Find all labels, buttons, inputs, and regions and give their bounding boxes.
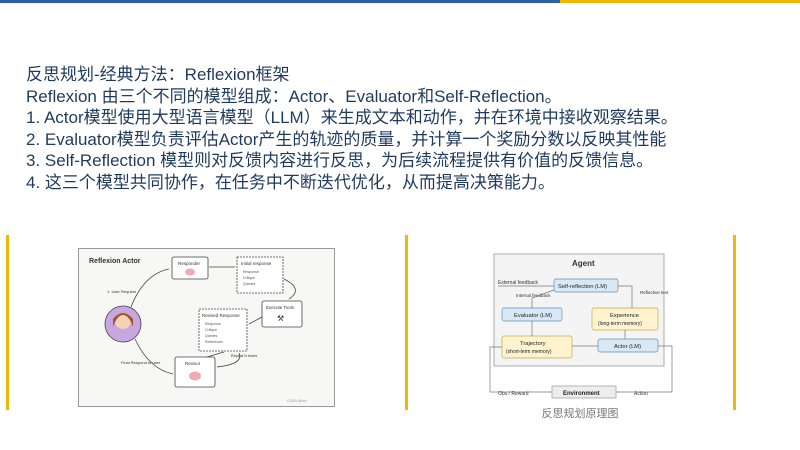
- point-1: 1. Actor模型使用大型语言模型（LLM）来生成文本和动作，并在环境中接收观…: [26, 108, 678, 127]
- diagram-caption: 反思规划原理图: [541, 408, 619, 420]
- svg-text:Revised Response: Revised Response: [202, 313, 240, 318]
- svg-text:(short-term memory): (short-term memory): [506, 349, 552, 355]
- brain-icon-2: [189, 371, 201, 381]
- svg-text:CSDN @xxx: CSDN @xxx: [287, 399, 307, 403]
- svg-text:Actor (LM): Actor (LM): [614, 344, 641, 350]
- divider-right: [733, 235, 736, 410]
- diagram-title: Reflexion Actor: [89, 258, 141, 265]
- actor-box: [597, 338, 659, 353]
- svg-text:Repeat N times: Repeat N times: [231, 354, 257, 358]
- svg-text:Evaluator (LM): Evaluator (LM): [514, 313, 552, 319]
- svg-text:Critique: Critique: [243, 276, 255, 280]
- divider-left: [6, 235, 9, 410]
- svg-text:External feedback: External feedback: [498, 280, 539, 286]
- svg-text:Queries: Queries: [243, 282, 256, 286]
- tools-icon: ⚒: [277, 314, 284, 323]
- svg-text:Obs / Reward: Obs / Reward: [498, 391, 529, 397]
- reflexion-actor-diagram: Reflexion Actor Responder Initial respon…: [78, 248, 335, 407]
- slide-intro: Reflexion 由三个不同的模型组成：Actor、Evaluator和Sel…: [26, 86, 562, 106]
- svg-text:Final Respond to user: Final Respond to user: [121, 360, 161, 365]
- svg-text:Experience: Experience: [610, 313, 639, 319]
- svg-text:Execute Tools: Execute Tools: [266, 305, 295, 310]
- agent-diagram: Agent External feedback Self-reflection …: [482, 250, 682, 400]
- svg-text:References: References: [205, 340, 223, 344]
- svg-text:Revisor: Revisor: [185, 361, 201, 366]
- point-2: 2. Evaluator模型负责评估Actor产生的轨迹的质量，并计算一个奖励分…: [26, 129, 667, 149]
- svg-text:(long-term memory): (long-term memory): [598, 321, 642, 327]
- svg-text:Response: Response: [205, 322, 221, 326]
- svg-text:Trajectory: Trajectory: [520, 341, 546, 347]
- top-accent-line: [0, 0, 800, 5]
- self-reflection-box: [553, 278, 619, 293]
- svg-text:Reflective text: Reflective text: [640, 290, 669, 295]
- svg-text:Responder: Responder: [178, 261, 201, 266]
- slide-heading: 反思规划-经典方法：Reflexion框架: [26, 65, 290, 84]
- brain-icon: [185, 268, 195, 276]
- svg-text:Action: Action: [634, 391, 648, 397]
- agent-title: Agent: [572, 259, 595, 268]
- svg-text:Response: Response: [243, 270, 259, 274]
- svg-text:Environment: Environment: [563, 391, 600, 397]
- svg-text:Internal feedback: Internal feedback: [516, 293, 551, 298]
- point-4: 4. 这三个模型共同协作，在任务中不断迭代优化，从而提高决策能力。: [26, 172, 555, 192]
- point-3: 3. Self-Reflection 模型则对反馈内容进行反思，为后续流程提供有…: [26, 151, 654, 170]
- svg-text:Critique: Critique: [205, 328, 217, 332]
- svg-text:1. User Request: 1. User Request: [107, 289, 137, 294]
- svg-text:Initial response: Initial response: [241, 261, 272, 266]
- divider-middle: [405, 235, 408, 410]
- svg-text:Self-reflection (LM): Self-reflection (LM): [558, 284, 607, 290]
- slide-text: 反思规划-经典方法：Reflexion框架 Reflexion 由三个不同的模型…: [26, 64, 796, 193]
- svg-text:Queries: Queries: [205, 334, 218, 338]
